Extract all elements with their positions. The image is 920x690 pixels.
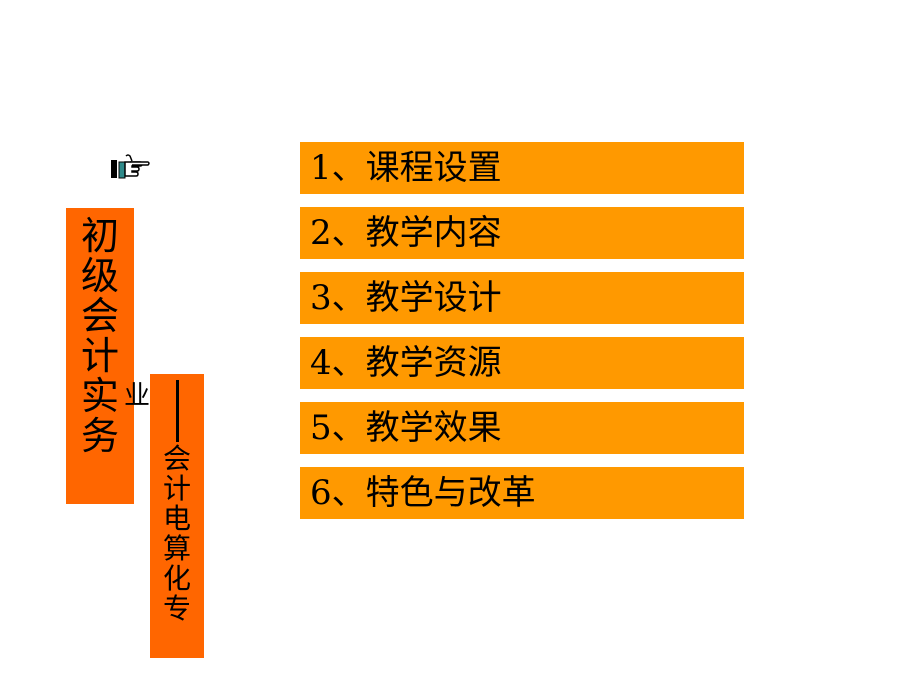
course-title-char: 计 (80, 334, 119, 378)
menu-list: 1、课程设置 2、教学内容 3、教学设计 4、教学资源 5、教学效果 6、特色与… (300, 142, 744, 532)
course-title-char: 初 (80, 214, 119, 258)
menu-item-course-setup[interactable]: 1、课程设置 (300, 142, 744, 194)
course-title-char: 级 (80, 254, 119, 298)
course-title-char: 实 (80, 374, 119, 418)
menu-item-features-reform[interactable]: 6、特色与改革 (300, 467, 744, 519)
subtitle-char: 计 (162, 472, 191, 505)
subtitle-char: 化 (162, 562, 191, 595)
subtitle-char: 会 (162, 442, 191, 475)
menu-item-teaching-content[interactable]: 2、教学内容 (300, 207, 744, 259)
subtitle-char: 电 (162, 502, 191, 535)
menu-item-teaching-resources[interactable]: 4、教学资源 (300, 337, 744, 389)
subtitle-char: 算 (162, 532, 191, 565)
course-title-char: 会 (80, 294, 119, 338)
course-title-char: 务 (80, 414, 119, 458)
menu-item-teaching-design[interactable]: 3、教学设计 (300, 272, 744, 324)
subtitle-box: 会 计 电 算 化 专 (150, 374, 204, 658)
em-dash-divider (175, 380, 179, 442)
subtitle-char: 专 (162, 592, 191, 625)
course-title: 初 级 会 计 实 务 (66, 208, 134, 504)
menu-item-teaching-effect[interactable]: 5、教学效果 (300, 402, 744, 454)
pointing-hand-icon (110, 150, 152, 184)
subtitle-tail-char: 业 (124, 381, 151, 411)
